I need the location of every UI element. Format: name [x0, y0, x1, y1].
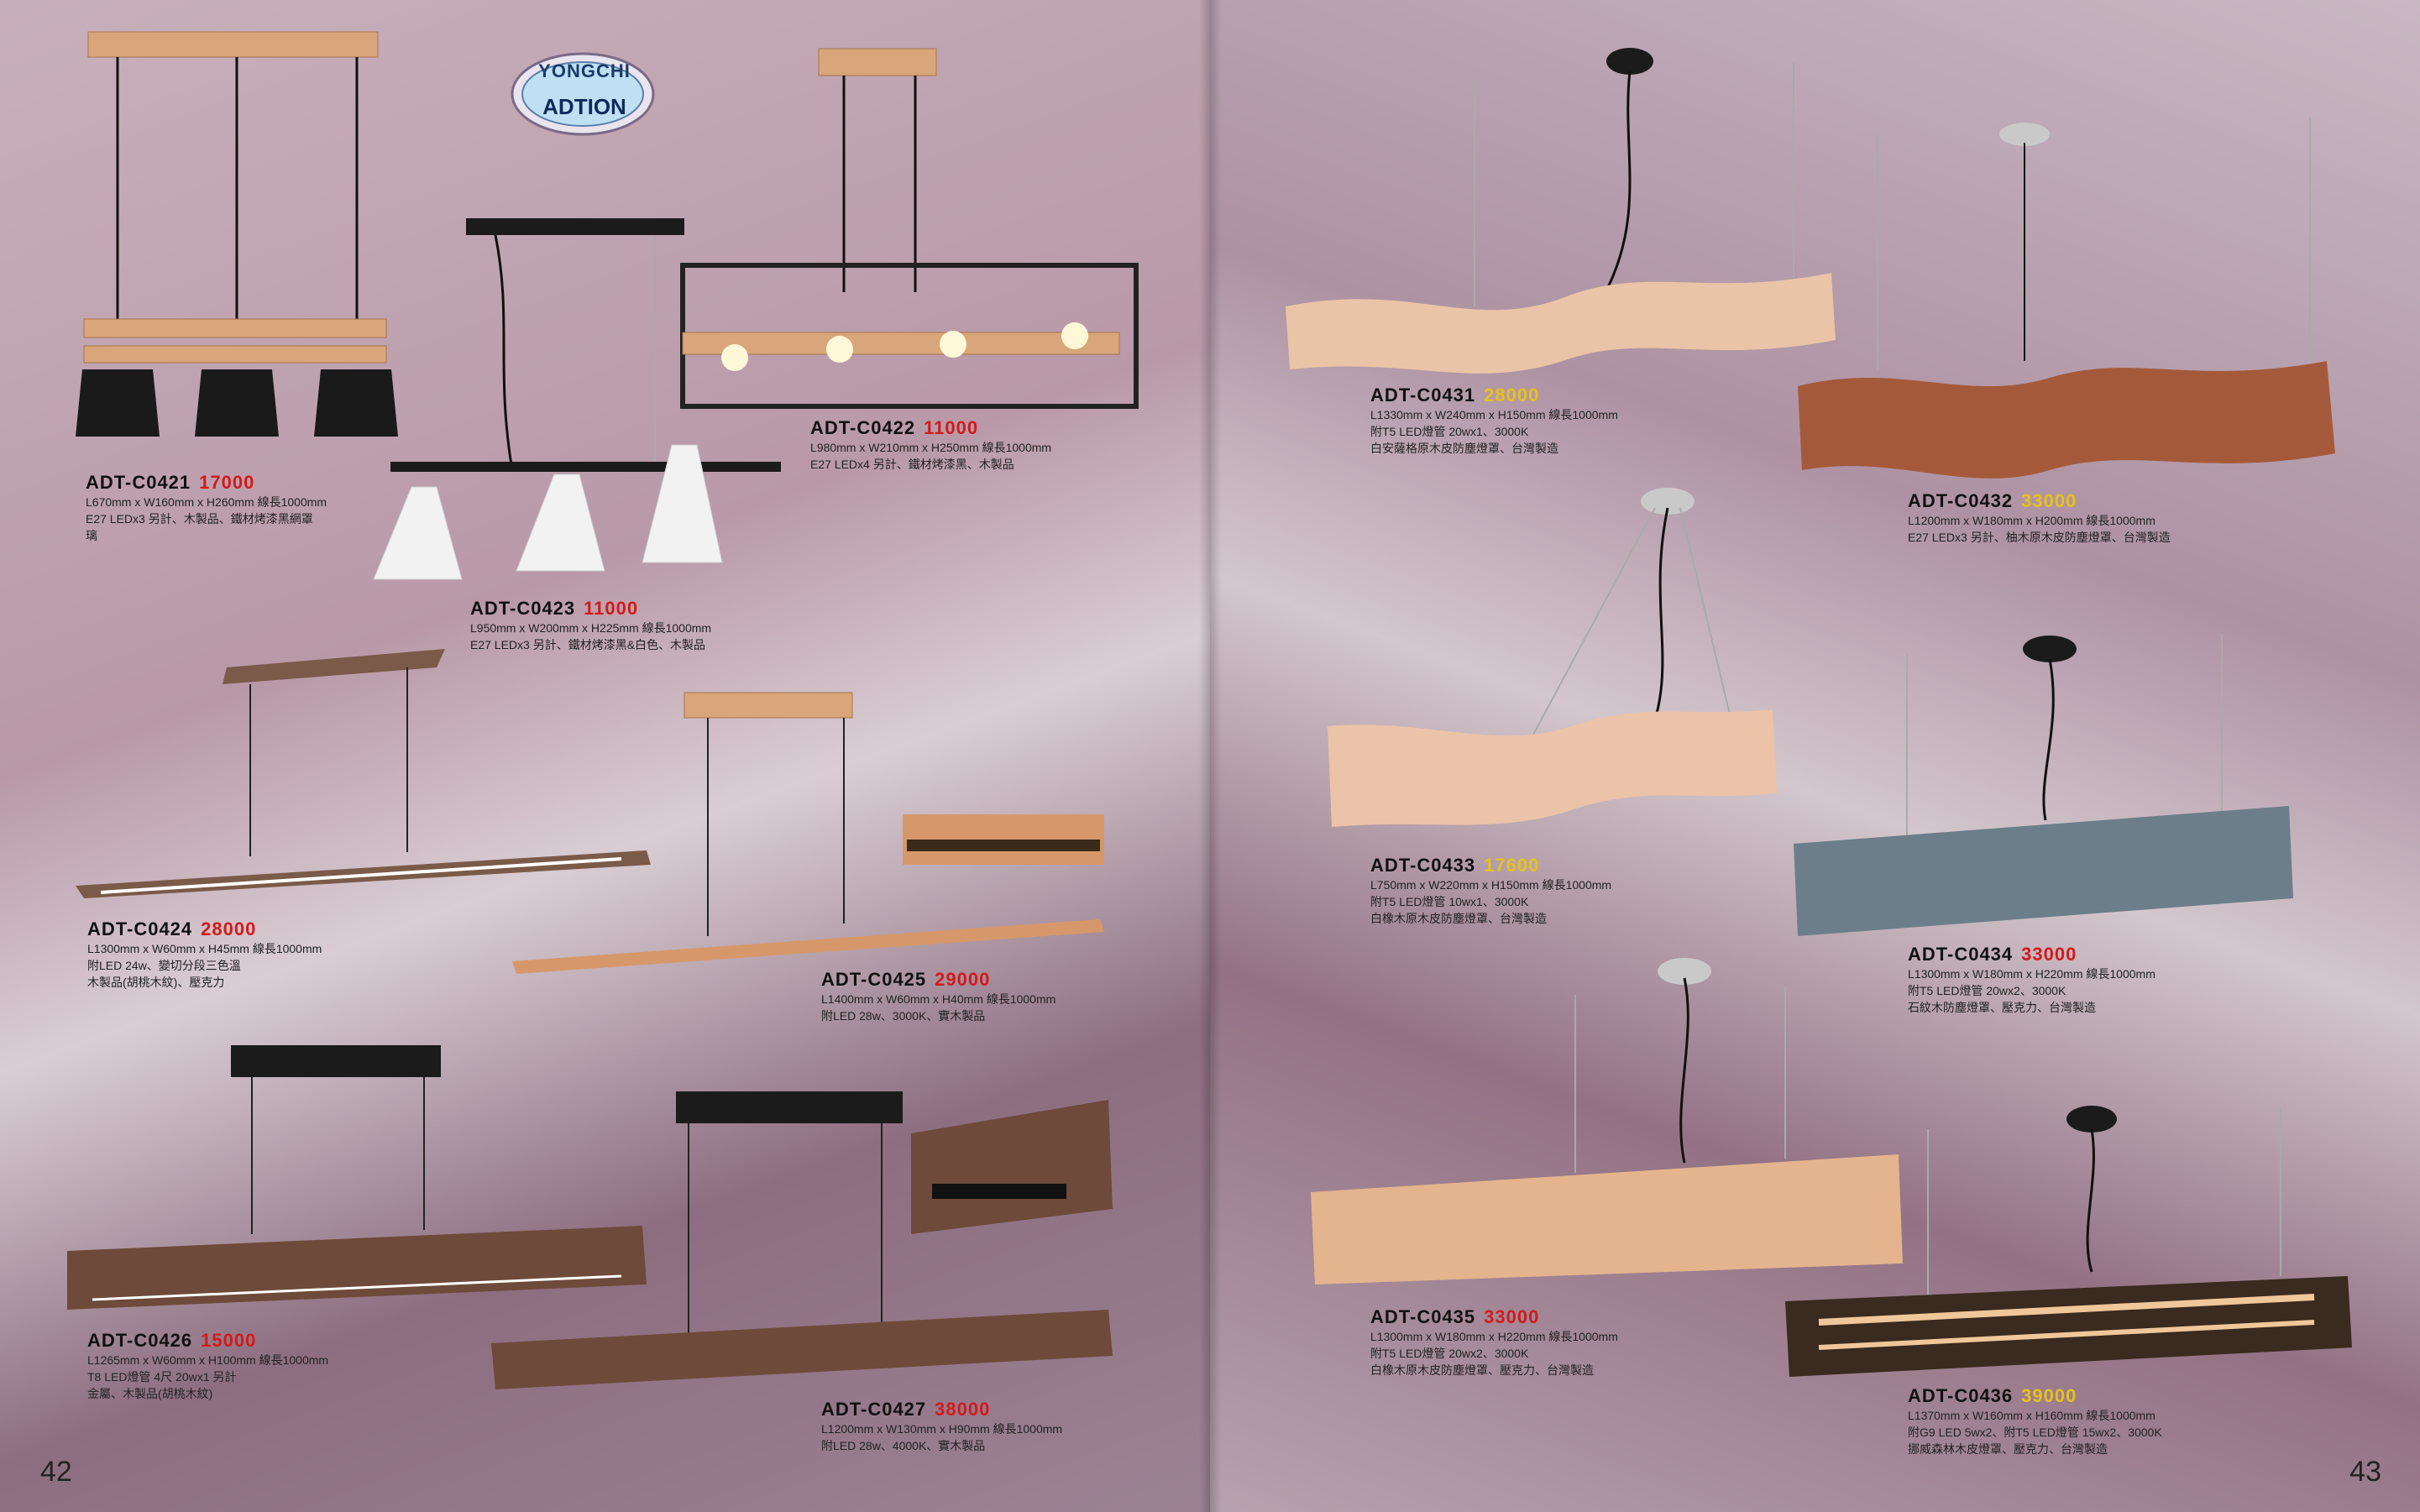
left-page: YONGCHI ADTION [0, 0, 1210, 1512]
lamp-c0433-image [1328, 488, 1777, 827]
product-model: ADT-C0422 [810, 417, 916, 438]
product-spec: 附LED 24w、變切分段三色溫 [87, 959, 241, 972]
product-model: ADT-C0434 [1908, 944, 2014, 965]
product-spec: 木製品(胡桃木紋)、壓克力 [87, 976, 225, 989]
product-spec: 附T5 LED燈管 20wx2、3000K [1370, 1347, 1529, 1360]
product-spec: 附T5 LED燈管 10wx1、3000K [1370, 895, 1529, 908]
product-price: 28000 [201, 918, 257, 939]
product-spec: L1400mm x W60mm x H40mm 線長1000mm [821, 992, 1056, 1006]
product-spec: L1300mm x W180mm x H220mm 線長1000mm [1908, 967, 2155, 981]
product-spec: L1265mm x W60mm x H100mm 線長1000mm [87, 1353, 329, 1367]
lamp-c0436-image [1785, 1106, 2352, 1377]
product-spec: L1300mm x W60mm x H45mm 線長1000mm [87, 942, 322, 955]
product-model: ADT-C0423 [470, 598, 576, 619]
product-spec: L950mm x W200mm x H225mm 線長1000mm [470, 621, 712, 635]
product-c0421: ADT-C0421 17000 L670mm x W160mm x H260mm … [86, 472, 327, 544]
product-price: 33000 [2021, 944, 2077, 965]
brand-logo [511, 52, 655, 136]
product-spec: 白橡木原木皮防塵燈罩、台灣製造 [1370, 912, 1547, 925]
lamp-c0427-image [491, 1091, 1113, 1389]
product-price: 28000 [1484, 385, 1540, 405]
product-price: 17000 [199, 472, 255, 493]
product-spec: 石紋木防塵燈罩、壓克力、台灣製造 [1908, 1001, 2096, 1014]
product-spec: L1370mm x W160mm x H160mm 線長1000mm [1908, 1409, 2155, 1422]
lamp-c0431-image [1286, 48, 1836, 374]
lamp-c0424-image [76, 649, 651, 898]
product-model: ADT-C0424 [87, 918, 193, 939]
product-spec: L1200mm x W130mm x H90mm 線長1000mm [821, 1422, 1063, 1436]
lamp-c0432-image [1798, 118, 2335, 479]
product-spec: 金屬、木製品(胡桃木紋) [87, 1387, 213, 1400]
brand-logo-line2: ADTION [542, 94, 626, 119]
product-spec: L1200mm x W180mm x H200mm 線長1000mm [1908, 514, 2155, 527]
product-spec: L670mm x W160mm x H260mm 線長1000mm [86, 495, 327, 509]
product-spec: T8 LED燈管 4尺 20wx1 另計 [87, 1370, 237, 1384]
lamp-c0426-image [67, 1045, 647, 1310]
product-spec: 挪威森林木皮燈罩、壓克力、台灣製造 [1908, 1442, 2108, 1456]
product-price: 29000 [935, 969, 991, 990]
product-spec: E27 LEDx3 另計、木製品、鐵材烤漆黑網罩 [86, 512, 313, 526]
product-price: 11000 [584, 598, 639, 619]
lamp-c0421-image [76, 31, 398, 437]
product-spec: L750mm x W220mm x H150mm 線長1000mm [1370, 878, 1612, 892]
product-c0433: ADT-C0433 17600 L750mm x W220mm x H150mm … [1370, 855, 1611, 927]
product-spec: 附T5 LED燈管 20wx2、3000K [1908, 984, 2066, 997]
product-price: 33000 [2021, 490, 2077, 511]
product-spec: 附T5 LED燈管 20wx1、3000K [1370, 425, 1529, 438]
product-c0423: ADT-C0423 11000 L950mm x W200mm x H225mm … [470, 598, 711, 653]
product-c0432: ADT-C0432 33000 L1200mm x W180mm x H200mm… [1908, 490, 2171, 546]
product-spec: 附LED 28w、4000K、實木製品 [821, 1439, 986, 1452]
product-spec: L1330mm x W240mm x H150mm 線長1000mm [1370, 408, 1618, 421]
product-spec: 白安薩格原木皮防塵燈罩、台灣製造 [1370, 442, 1558, 455]
product-model: ADT-C0433 [1370, 855, 1476, 876]
product-spec: L980mm x W210mm x H250mm 線長1000mm [810, 441, 1052, 454]
product-spec: E27 LEDx3 另計、柚木原木皮防塵燈罩、台灣製造 [1908, 531, 2171, 544]
product-c0426: ADT-C0426 15000 L1265mm x W60mm x H100mm … [87, 1330, 328, 1402]
product-price: 33000 [1484, 1306, 1540, 1327]
lamp-c0423-image [373, 218, 781, 580]
product-model: ADT-C0425 [821, 969, 927, 990]
product-c0431: ADT-C0431 28000 L1330mm x W240mm x H150mm… [1370, 385, 1618, 457]
product-price: 39000 [2021, 1385, 2077, 1406]
product-spec: L1300mm x W180mm x H220mm 線長1000mm [1370, 1330, 1618, 1343]
product-spec: E27 LEDx3 另計、鐵材烤漆黑&白色、木製品 [470, 638, 706, 651]
product-model: ADT-C0432 [1908, 490, 2014, 511]
product-spec: 附G9 LED 5wx2、附T5 LED燈管 15wx2、3000K [1908, 1426, 2162, 1439]
product-price: 38000 [935, 1399, 991, 1420]
product-c0427: ADT-C0427 38000 L1200mm x W130mm x H90mm … [821, 1399, 1062, 1454]
product-model: ADT-C0426 [87, 1330, 193, 1351]
product-c0424: ADT-C0424 28000 L1300mm x W60mm x H45mm 線… [87, 918, 322, 991]
lamp-c0425-image [512, 692, 1104, 974]
product-spec: 璃 [86, 529, 97, 542]
lamp-c0422-image [680, 48, 1139, 409]
product-model: ADT-C0436 [1908, 1385, 2014, 1406]
lamp-c0434-image [1794, 634, 2293, 936]
product-price: 15000 [201, 1330, 257, 1351]
product-c0425: ADT-C0425 29000 L1400mm x W60mm x H40mm 線… [821, 969, 1055, 1024]
product-model: ADT-C0435 [1370, 1306, 1476, 1327]
lamp-c0435-image [1311, 958, 1903, 1284]
product-model: ADT-C0427 [821, 1399, 927, 1420]
product-c0434: ADT-C0434 33000 L1300mm x W180mm x H220mm… [1908, 944, 2155, 1016]
page-number-left: 42 [40, 1456, 72, 1488]
brand-logo-line1: YONGCHI [538, 60, 631, 81]
right-page: ADT-C0431 28000 L1330mm x W240mm x H150mm… [1210, 0, 2420, 1512]
product-spec: 附LED 28w、3000K、實木製品 [821, 1009, 986, 1023]
product-c0436: ADT-C0436 39000 L1370mm x W160mm x H160mm… [1908, 1385, 2162, 1457]
product-price: 17600 [1484, 855, 1540, 876]
product-model: ADT-C0431 [1370, 385, 1476, 405]
product-c0422: ADT-C0422 11000 L980mm x W210mm x H250mm … [810, 417, 1051, 473]
page-gutter [1199, 0, 1221, 1512]
product-model: ADT-C0421 [86, 472, 191, 493]
product-c0435: ADT-C0435 33000 L1300mm x W180mm x H220mm… [1370, 1306, 1618, 1379]
page-number-right: 43 [2349, 1456, 2381, 1488]
product-spec: 白橡木原木皮防塵燈罩、壓克力、台灣製造 [1370, 1363, 1594, 1377]
product-price: 11000 [924, 417, 979, 438]
product-spec: E27 LEDx4 另計、鐵材烤漆黑、木製品 [810, 458, 1014, 471]
